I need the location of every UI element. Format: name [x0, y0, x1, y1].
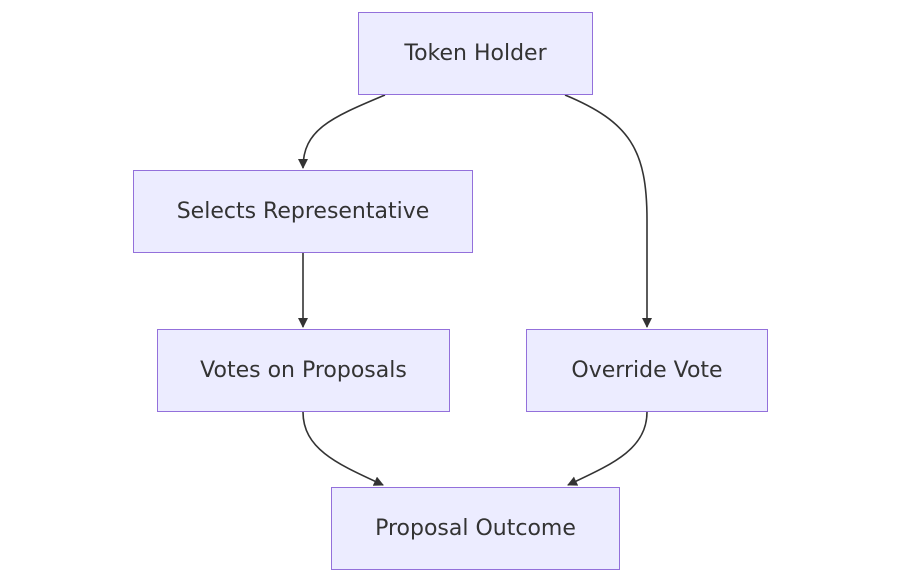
- node-override-vote: Override Vote: [526, 329, 768, 412]
- node-label: Token Holder: [404, 41, 547, 66]
- node-label: Proposal Outcome: [375, 516, 576, 541]
- node-token-holder: Token Holder: [358, 12, 593, 95]
- node-selects-representative: Selects Representative: [133, 170, 473, 253]
- edge-token-holder-to-selects-representative: [298, 94, 386, 169]
- node-label: Override Vote: [571, 358, 723, 383]
- node-label: Votes on Proposals: [200, 358, 407, 383]
- edge-votes-on-proposals-to-proposal-outcome: [302, 411, 384, 486]
- node-label: Selects Representative: [176, 199, 430, 224]
- node-votes-on-proposals: Votes on Proposals: [157, 329, 450, 412]
- node-proposal-outcome: Proposal Outcome: [331, 487, 620, 570]
- edge-token-holder-to-override-vote: [564, 94, 652, 328]
- edge-override-vote-to-proposal-outcome: [567, 411, 648, 486]
